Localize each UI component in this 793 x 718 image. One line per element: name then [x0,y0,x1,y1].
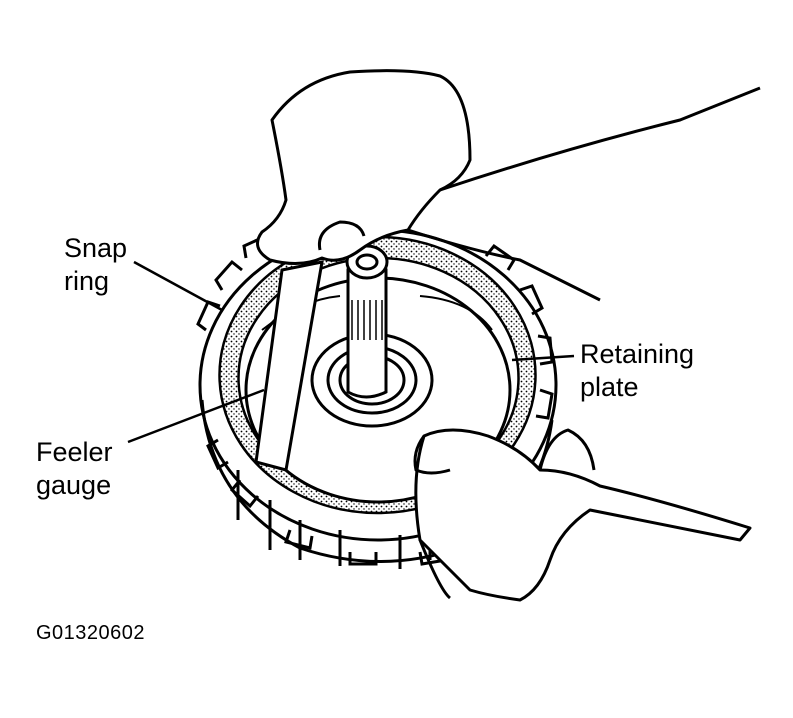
feeler-gauge-label: Feeler gauge [36,437,113,500]
retaining-plate-leader [511,354,575,362]
snap-ring-label: Snap ring [64,233,128,296]
figure-code: G01320602 [36,622,146,644]
leader-lines [127,260,575,444]
retaining-plate-label: Retaining plate [580,339,695,402]
input-shaft [345,244,389,399]
left-hand [256,69,761,302]
right-hand [413,428,752,602]
feeler-gauge [254,260,324,472]
feeler-gauge-leader [127,388,265,444]
snap-ring-leader [133,260,223,312]
